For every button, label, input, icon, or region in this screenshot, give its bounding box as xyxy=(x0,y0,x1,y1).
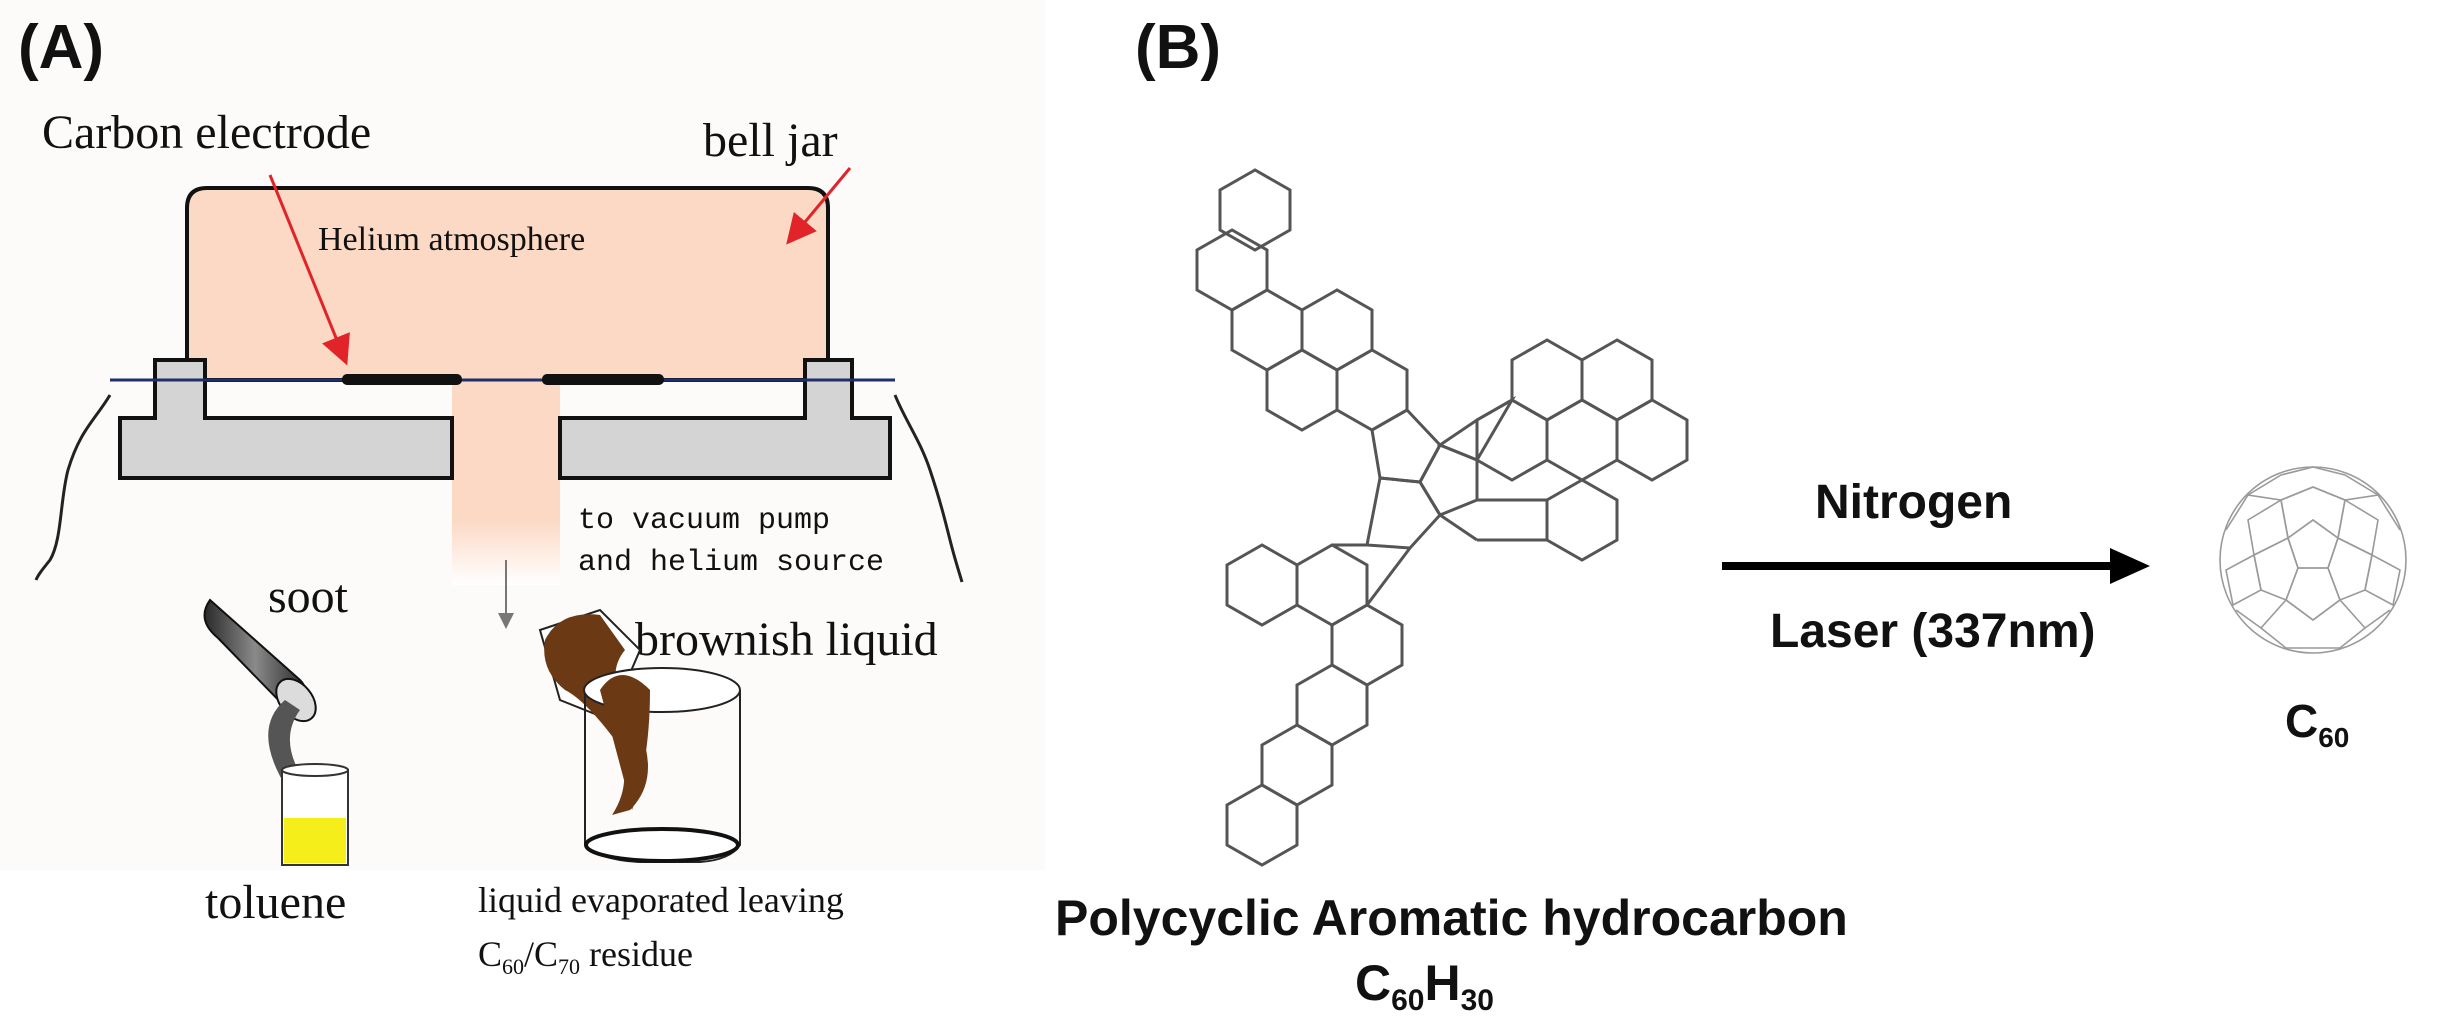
arrow-top-label: Nitrogen xyxy=(1815,476,2012,529)
pah-hexagon-rings xyxy=(1195,168,1689,867)
panel-a-label: (A) xyxy=(18,13,104,82)
toluene-label: toluene xyxy=(205,876,346,929)
left-wavy-line xyxy=(34,394,112,581)
c60-buckyball xyxy=(2219,466,2407,654)
soot-label: soot xyxy=(268,570,349,623)
helium-plume xyxy=(452,370,560,585)
evaporation-beaker-base xyxy=(584,827,740,863)
right-wavy-line xyxy=(893,394,964,583)
panel-b: (B) xyxy=(1055,13,2407,1017)
brown-liquid-fill xyxy=(600,675,650,810)
toluene-vial-rim xyxy=(281,763,349,777)
pah-core-bonds xyxy=(1332,395,1547,606)
panel-b-label: (B) xyxy=(1135,13,1221,82)
bell-jar-label: bell jar xyxy=(703,114,838,167)
pah-molecule xyxy=(1195,168,1689,867)
panel-a: (A) Carbon electrode bell jar Helium atm… xyxy=(0,0,1045,979)
carbon-electrode-left xyxy=(342,374,462,385)
helium-source-label: and helium source xyxy=(578,546,884,580)
toluene-liquid xyxy=(284,818,346,863)
soot-beaker xyxy=(203,598,349,866)
helium-atmosphere-label: Helium atmosphere xyxy=(318,221,585,258)
bell-jar-pointer-arrow xyxy=(786,167,852,245)
pah-formula-label: C60H30 xyxy=(1355,955,1494,1017)
bell-jar xyxy=(185,186,830,382)
arrow-bottom-label: Laser (337nm) xyxy=(1770,605,2095,658)
reaction-arrow-head xyxy=(2110,548,2150,584)
carbon-electrode-right xyxy=(542,374,664,385)
brownish-liquid-label: brownish liquid xyxy=(635,613,938,666)
electrode-pointer-arrow xyxy=(268,174,350,366)
residue-label: C60/C70 residue xyxy=(478,934,693,979)
carbon-electrode-label: Carbon electrode xyxy=(42,106,371,159)
evaporation-beaker xyxy=(538,608,741,863)
vacuum-pump-label: to vacuum pump xyxy=(578,504,830,538)
brown-liquid-stream xyxy=(544,614,648,815)
evaporated-label: liquid evaporated leaving xyxy=(478,880,844,920)
pah-name-label: Polycyclic Aromatic hydrocarbon xyxy=(1055,890,1848,946)
c60-product-label: C60 xyxy=(2285,695,2349,753)
